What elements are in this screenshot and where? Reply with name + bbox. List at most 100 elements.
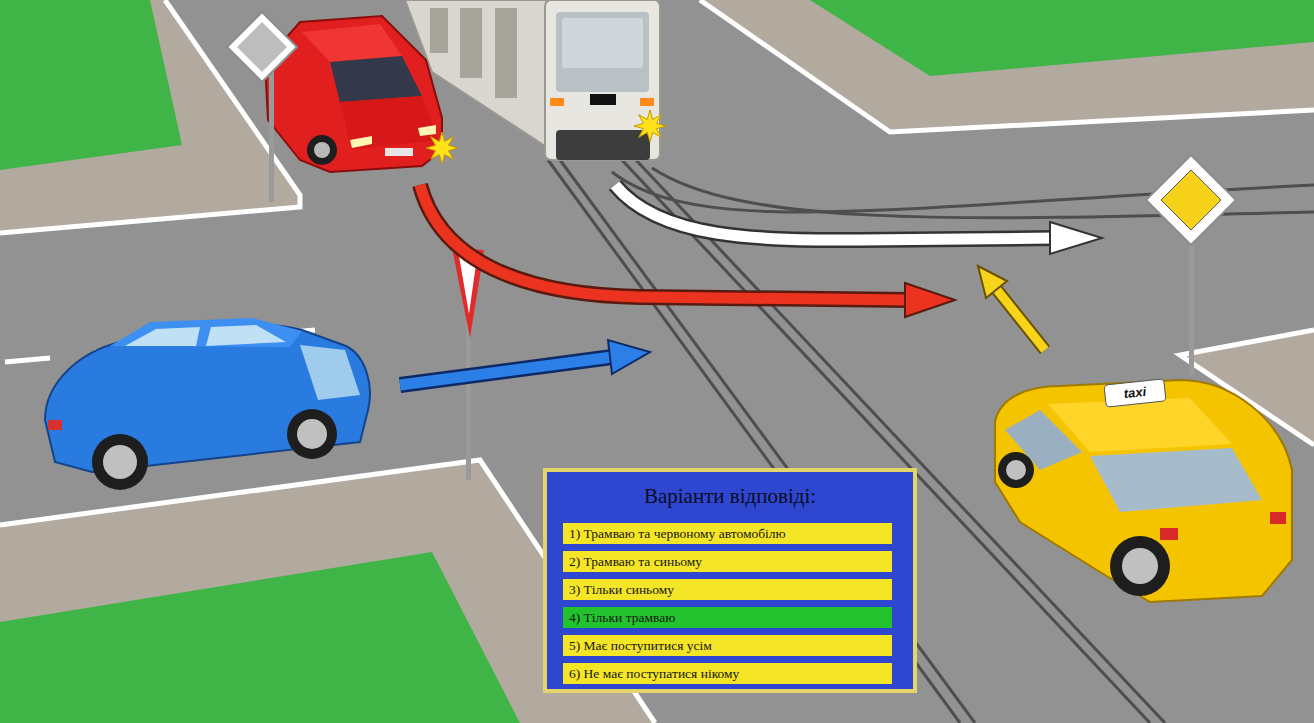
blue-car: [206, 325, 286, 346]
blue-car-path-arrow: [400, 357, 612, 385]
tram: [556, 12, 649, 92]
red-car-path-arrow: [905, 283, 955, 317]
red-car: [265, 16, 442, 172]
roadside-gravel: [0, 0, 300, 233]
answer-option: 1) Трамваю та червоному автомобілю: [563, 523, 892, 544]
taxi-car: [1270, 512, 1286, 524]
option-text: 2) Трамваю та синьому: [563, 551, 892, 572]
answer-option: 5) Має поступитися усім: [563, 635, 892, 656]
taxi-path-arrow: [978, 266, 1007, 298]
blue-car-path-arrow: [400, 357, 612, 385]
option-text: 3) Тільки синьому: [563, 579, 892, 600]
blue-car: [110, 318, 302, 347]
taxi-car: [1160, 528, 1178, 540]
road-edge-lines: [700, 0, 1314, 132]
tram: [562, 18, 643, 68]
red-car: [265, 16, 442, 172]
tram-tracks: [548, 160, 1314, 723]
turn-signal-flash: [634, 110, 666, 142]
tram-path-arrow: [615, 185, 1055, 240]
tram: [590, 94, 616, 105]
taxi-path-arrow: [994, 286, 1045, 350]
turn-signal-flash: [426, 110, 666, 164]
taxi-roof-sign-text: taxi: [1106, 381, 1164, 405]
taxi-car: [1006, 460, 1026, 480]
tram: [550, 98, 564, 106]
red-car: [418, 125, 436, 136]
blue-car-path-arrow: [608, 340, 650, 374]
blue-car: [297, 419, 327, 449]
tram: [495, 8, 517, 98]
taxi-car: [1104, 379, 1166, 407]
tram: [640, 98, 654, 106]
lane-dashes: [5, 358, 50, 362]
blue-car: [300, 345, 360, 400]
taxi-car: [998, 452, 1034, 488]
taxi-car: [995, 379, 1292, 602]
taxi-car: [1122, 548, 1158, 584]
blue-car: [287, 409, 337, 459]
tram-path-arrow: [1050, 222, 1102, 254]
taxi-car: [1110, 536, 1170, 596]
red-car: [350, 136, 372, 148]
blue-car: [103, 445, 137, 479]
road-sign-main-road: [1189, 230, 1194, 375]
answer-option: 3) Тільки синьому: [563, 579, 892, 600]
tram: [460, 8, 482, 78]
red-car-path-arrow: [420, 185, 955, 317]
answer-panel: Варіанти відповіді: 1) Трамваю та червоно…: [543, 468, 917, 693]
answer-option-correct: 4) Тільки трамваю: [563, 607, 892, 628]
roadside-gravel: [700, 0, 1314, 132]
road-sign-end-of-main-road: [227, 12, 297, 82]
red-car: [314, 142, 330, 158]
tram-path-arrow: [615, 185, 1055, 240]
red-car: [330, 56, 422, 102]
blue-car: [92, 434, 148, 490]
blue-car: [48, 420, 62, 430]
road-sign-main-road: [1146, 155, 1236, 375]
blue-car: [45, 318, 370, 490]
road-edge-lines: [0, 0, 300, 233]
option-text: 4) Тільки трамваю: [563, 607, 892, 628]
grass: [0, 0, 182, 170]
taxi-car: [1090, 448, 1262, 512]
taxi-path-arrow: [978, 266, 1045, 350]
road-sign-end-of-main-road: [237, 22, 287, 72]
taxi-car: [1048, 398, 1232, 452]
road-sign-main-road: [1161, 170, 1221, 230]
taxi-car: [995, 380, 1292, 602]
road-sign-end-of-main-road: [269, 60, 274, 202]
turn-signal-flash: [426, 132, 458, 164]
option-text: 1) Трамваю та червоному автомобілю: [563, 523, 892, 544]
panel-heading: Варіанти відповіді:: [547, 472, 913, 509]
red-car: [307, 135, 337, 165]
grass: [810, 0, 1314, 76]
red-car: [385, 148, 413, 156]
answer-option: 2) Трамваю та синьому: [563, 551, 892, 572]
tram: [430, 8, 448, 53]
red-car: [340, 96, 438, 150]
road-sign-end-of-main-road: [227, 12, 297, 202]
option-text: 6) Не має поступатися нікому: [563, 663, 892, 684]
blue-car: [125, 327, 200, 346]
tram: [556, 130, 650, 160]
answer-option: 6) Не має поступатися нікому: [563, 663, 892, 684]
grass: [0, 552, 520, 723]
blue-car-path-arrow: [400, 340, 650, 385]
tram-path-arrow: [615, 185, 1102, 254]
road-sign-yield: [452, 248, 484, 480]
road-sign-main-road: [1146, 155, 1236, 245]
red-car: [302, 24, 402, 62]
tram: [545, 0, 660, 160]
blue-car: [45, 323, 370, 472]
taxi-path-arrow: [994, 286, 1045, 350]
option-text: 5) Має поступитися усім: [563, 635, 892, 656]
